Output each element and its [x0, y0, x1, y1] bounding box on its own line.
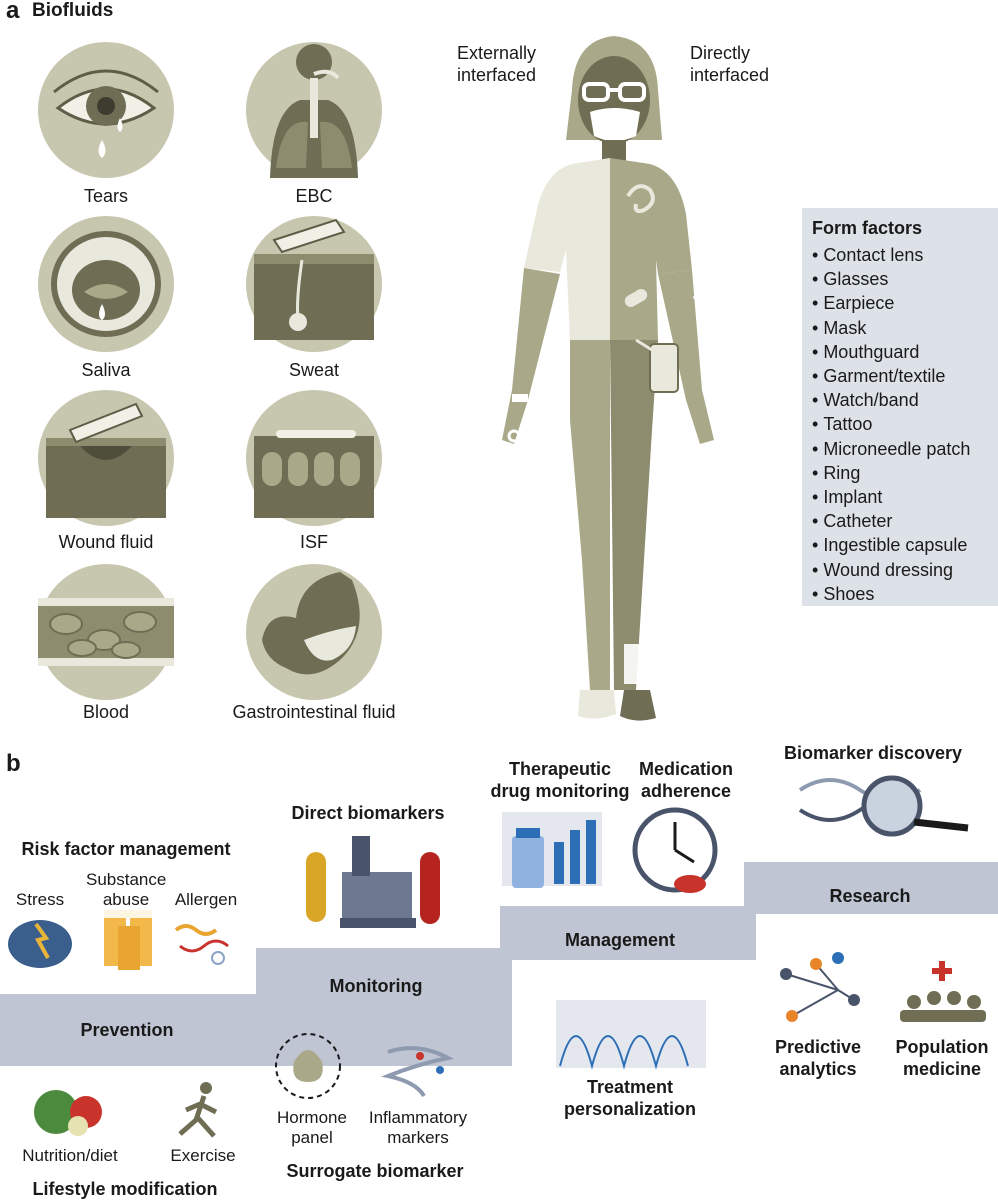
- network-icon: [780, 952, 860, 1022]
- wound-fluid-icon: [38, 390, 174, 526]
- form-factor-item: Implant: [812, 485, 998, 509]
- saliva-icon: [38, 216, 174, 352]
- isf-icon: [246, 390, 382, 526]
- lifestyle-title: Lifestyle modification: [32, 1179, 218, 1199]
- test-tubes-icon: [306, 836, 440, 928]
- form-factor-item: Tattoo: [812, 412, 998, 436]
- step-monitoring: Monitoring: [329, 976, 423, 996]
- food-icon: [34, 1090, 102, 1136]
- panel-a-letter: a: [6, 0, 20, 24]
- biofluid-label-sweat: Sweat: [288, 360, 340, 380]
- step-management: Management: [564, 930, 676, 950]
- sweat-icon: [246, 216, 382, 352]
- staircase: [0, 858, 998, 1066]
- nutrition-label: Nutrition/diet: [22, 1146, 118, 1165]
- biofluid-label-blood: Blood: [82, 702, 130, 722]
- treatment-personalization-title: Treatment personalization: [563, 1077, 697, 1119]
- human-figure: [502, 36, 714, 721]
- ebc-icon: [246, 42, 382, 178]
- gastrointestinal-icon: [246, 564, 382, 700]
- step-prevention: Prevention: [80, 1020, 174, 1040]
- population-medicine-title: Population medicine: [895, 1037, 989, 1079]
- adherence-title: Medication adherence: [638, 759, 733, 801]
- externally-interfaced-label: Externally interfaced: [457, 43, 537, 85]
- inflammatory-icon: [381, 1046, 454, 1098]
- beer-icon: [104, 910, 152, 970]
- brain-icon: [8, 920, 72, 968]
- hormone-icon: [275, 1033, 341, 1099]
- biomarker-discovery-title: Biomarker discovery: [783, 743, 963, 763]
- substance-abuse-label: Substance abuse: [86, 870, 167, 909]
- biofluid-label-saliva: Saliva: [81, 360, 131, 380]
- biofluid-label-tears: Tears: [83, 186, 128, 206]
- form-factor-item: Catheter: [812, 509, 998, 533]
- form-factor-item: Wound dressing: [812, 558, 998, 582]
- step-research: Research: [829, 886, 911, 906]
- drug-vial-icon: [502, 812, 602, 888]
- form-factors-box: Form factors Contact lens Glasses Earpie…: [802, 208, 998, 606]
- directly-interfaced-label: Directly interfaced: [690, 43, 770, 85]
- form-factor-item: Mask: [812, 316, 998, 340]
- biofluid-label-isf: ISF: [299, 532, 328, 552]
- blood-icon: [38, 564, 174, 700]
- pk-curves-icon: [556, 1000, 706, 1070]
- form-factor-item: Earpiece: [812, 291, 998, 315]
- stress-label: Stress: [15, 890, 65, 909]
- biofluid-label-gastrointestinal: Gastrointestinal fluid: [232, 702, 396, 722]
- runner-icon: [178, 1082, 218, 1138]
- allergen-icon: [174, 924, 229, 965]
- tears-icon: [38, 42, 174, 178]
- surrogate-biomarker-title: Surrogate biomarker: [286, 1161, 464, 1181]
- inflammatory-markers-label: Inflammatory markers: [368, 1108, 468, 1147]
- form-factor-item: Ingestible capsule: [812, 533, 998, 557]
- clock-icon: [632, 807, 718, 893]
- form-factors-title: Form factors: [812, 218, 923, 238]
- form-factor-item: Contact lens: [812, 243, 998, 267]
- hormone-panel-label: Hormone panel: [277, 1108, 347, 1147]
- panel-a-title: Biofluids: [32, 0, 114, 21]
- form-factor-item: Garment/textile: [812, 364, 998, 388]
- tdm-title: Therapeutic drug monitoring: [490, 759, 630, 801]
- risk-factor-title: Risk factor management: [21, 839, 231, 859]
- biofluid-label-wound-fluid: Wound fluid: [58, 532, 154, 552]
- direct-biomarkers-title: Direct biomarkers: [291, 803, 445, 823]
- predictive-analytics-title: Predictive analytics: [774, 1037, 862, 1079]
- form-factor-item: Mouthguard: [812, 340, 998, 364]
- biofluid-label-ebc: EBC: [295, 186, 333, 206]
- form-factor-item: Ring: [812, 461, 998, 485]
- form-factor-item: Shoes: [812, 582, 998, 606]
- form-factor-item: Glasses: [812, 267, 998, 291]
- form-factors-list: Contact lens Glasses Earpiece Mask Mouth…: [812, 243, 998, 606]
- exercise-label: Exercise: [170, 1146, 236, 1165]
- form-factor-item: Watch/band: [812, 388, 998, 412]
- population-icon: [900, 961, 986, 1022]
- allergen-label: Allergen: [174, 890, 238, 909]
- panel-b-letter: b: [6, 750, 21, 777]
- magnifier-dna-icon: [798, 775, 969, 837]
- form-factor-item: Microneedle patch: [812, 437, 998, 461]
